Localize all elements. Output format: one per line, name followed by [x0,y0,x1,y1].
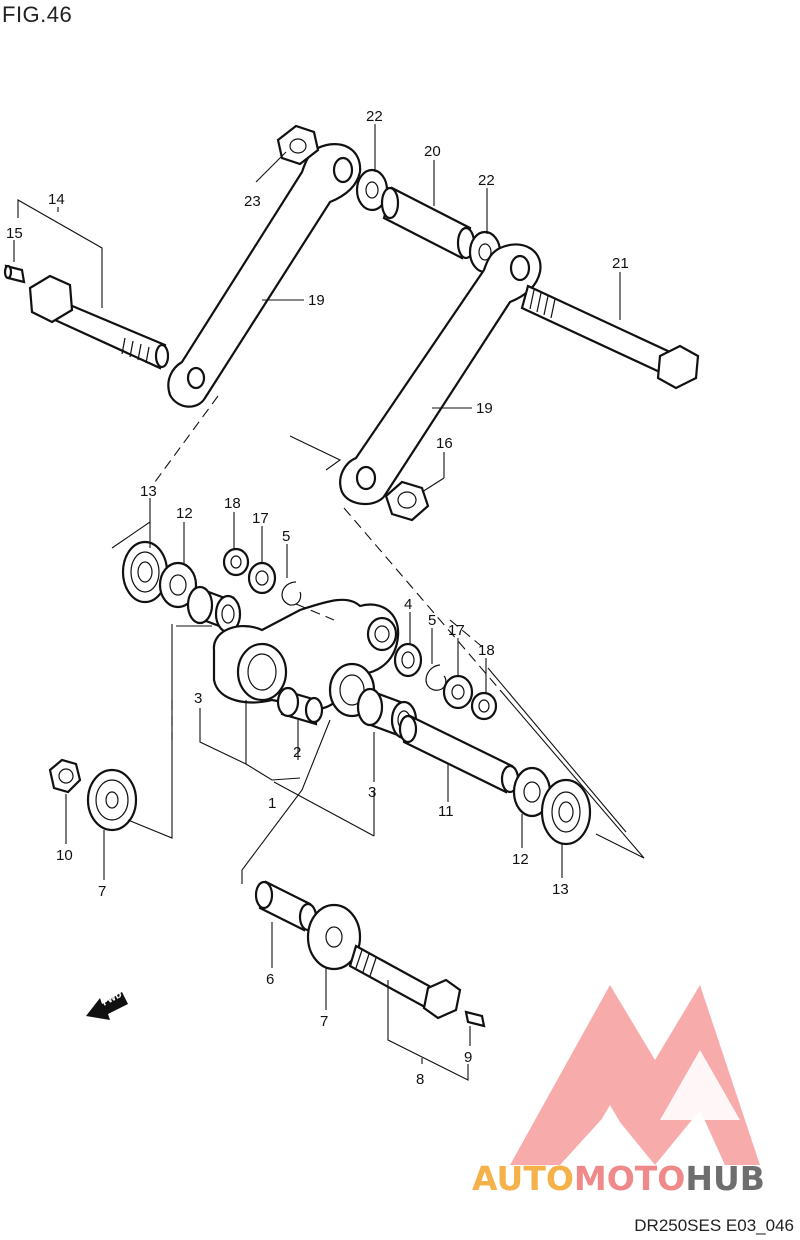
part-5-circlip-left [281,581,302,606]
part-23-nut [276,124,320,166]
diagram-reference-code: DR250SES E03_046 [634,1216,794,1235]
callout-22a: 22 [366,108,383,125]
part-15-nipple [3,264,26,284]
callout-11: 11 [438,803,454,820]
callout-5b: 5 [428,612,436,629]
callout-4: 4 [404,596,412,613]
part-12-washer-right [512,766,552,818]
part-18-cap-right [470,691,498,721]
part-9-nipple [464,1010,486,1028]
part-12-washer-left [158,561,198,609]
center-lines [151,395,645,859]
callout-21: 21 [612,255,629,272]
part-7-washer-left [86,768,138,832]
part-1-cushion-lever [212,598,400,718]
part-21-bolt [520,284,700,390]
callout-13a: 13 [140,483,157,500]
callout-10: 10 [56,847,73,864]
leader-lines [13,124,621,1081]
callout-2: 2 [293,744,301,761]
part-14-bolt [28,274,170,370]
callout-23: 23 [244,193,261,210]
part-2-collar [276,686,324,726]
callout-17b: 17 [448,622,465,639]
watermark-logo [510,985,760,1165]
part-5-circlip-right [425,664,447,691]
callout-3b: 3 [368,784,376,801]
part-7-washer-lower [306,903,362,971]
callout-22b: 22 [478,172,495,189]
watermark-moto: MOTO [574,1159,685,1198]
part-4-bearing-right [393,642,423,678]
part-16-nut [384,480,430,522]
callout-18b: 18 [478,642,495,659]
callout-labels: 14 15 23 22 20 22 21 19 19 16 13 12 18 1… [6,108,629,1088]
callout-6: 6 [266,971,274,988]
callout-15: 15 [6,225,23,242]
part-22-washer-a [355,168,389,212]
callout-9: 9 [464,1049,472,1066]
part-13-dust-seal-right [540,778,592,846]
callout-7a: 7 [98,883,106,900]
callout-19b: 19 [476,400,493,417]
watermark-hub: HUB [685,1159,765,1198]
watermark-auto: AUTO [472,1159,574,1198]
callout-19a: 19 [308,292,325,309]
part-19-link-lower [339,243,542,506]
figure-title: FIG.46 [2,2,73,27]
callout-16: 16 [436,435,453,452]
callout-3a: 3 [194,690,202,707]
part-18-cap-left [222,547,250,577]
callout-18a: 18 [224,495,241,512]
part-17-ring-left [247,561,277,595]
watermark-text: AUTOMOTOHUB [472,1159,765,1198]
callout-20: 20 [424,143,441,160]
callout-5a: 5 [282,528,290,545]
callout-17a: 17 [252,510,269,527]
part-20-collar [380,186,476,260]
fwd-arrow-icon: FWD [86,990,128,1020]
callout-12b: 12 [512,851,529,868]
callout-8: 8 [416,1071,424,1088]
callout-14: 14 [48,191,65,208]
part-6-collar [254,880,318,932]
part-8-bolt [348,944,462,1020]
callout-1: 1 [268,795,276,812]
part-17-ring-right [442,674,474,710]
part-10-nut [48,758,82,794]
part-19-link-upper [167,143,362,408]
callout-12a: 12 [176,505,193,522]
callout-7b: 7 [320,1013,328,1030]
part-3-bearing-left [186,585,242,634]
callout-13b: 13 [552,881,569,898]
part-11-collar [398,714,520,794]
